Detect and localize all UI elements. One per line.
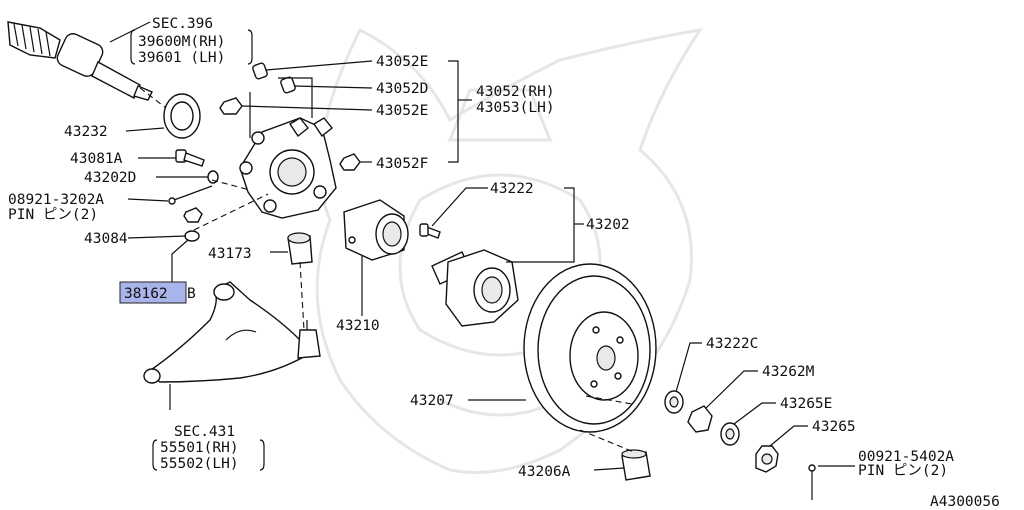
label-43084[interactable]: 43084 bbox=[84, 231, 128, 247]
label-43222c[interactable]: 43222C bbox=[706, 336, 758, 352]
part-labels: SEC.396 39600M(RH) 39601 (LH) 43052E 430… bbox=[8, 16, 1000, 510]
leader-lines bbox=[109, 21, 855, 471]
dashed-guides bbox=[139, 87, 635, 453]
hub-43202 bbox=[419, 223, 519, 327]
drive-shaft bbox=[7, 21, 153, 101]
bolt-43052e-top bbox=[252, 62, 268, 80]
brake-rotor-43207 bbox=[523, 263, 657, 433]
label-38162[interactable]: 38162 bbox=[124, 286, 168, 302]
axle-housing bbox=[239, 117, 337, 219]
seal-43232 bbox=[163, 93, 201, 139]
label-00921[interactable]: 00921-5402A bbox=[858, 449, 954, 465]
diagram-code: A4300056 bbox=[930, 494, 1000, 510]
pin-08921 bbox=[168, 185, 213, 205]
label-pin-2[interactable]: PIN ピン(2) bbox=[858, 462, 948, 479]
label-39601[interactable]: 39601 (LH) bbox=[138, 50, 225, 66]
label-55502[interactable]: 55502(LH) bbox=[160, 456, 239, 472]
label-39600m[interactable]: 39600M(RH) bbox=[138, 34, 225, 50]
label-43265[interactable]: 43265 bbox=[812, 419, 856, 435]
label-43262m[interactable]: 43262M bbox=[762, 364, 815, 380]
label-pin-1[interactable]: PIN ピン(2) bbox=[8, 206, 98, 223]
label-43265e[interactable]: 43265E bbox=[780, 396, 832, 412]
label-55501[interactable]: 55501(RH) bbox=[160, 440, 239, 456]
label-43053lh[interactable]: 43053(LH) bbox=[476, 100, 555, 116]
nut-43052e-mid bbox=[219, 97, 243, 115]
label-43052d[interactable]: 43052D bbox=[376, 81, 428, 97]
washer-43265e bbox=[720, 422, 740, 446]
label-sec431[interactable]: SEC.431 bbox=[174, 424, 235, 440]
bush-43173 bbox=[287, 232, 313, 265]
cap-43206a bbox=[621, 449, 651, 481]
label-43202[interactable]: 43202 bbox=[586, 217, 630, 233]
label-43222[interactable]: 43222 bbox=[490, 181, 534, 197]
label-43052rh[interactable]: 43052(RH) bbox=[476, 84, 555, 100]
hub-bearing-43210 bbox=[343, 199, 409, 261]
lower-arm bbox=[143, 281, 321, 384]
label-43207[interactable]: 43207 bbox=[410, 393, 454, 409]
bolt-43052d bbox=[280, 76, 296, 94]
label-38162-suffix: B bbox=[187, 286, 196, 302]
nut-43262m bbox=[687, 405, 713, 433]
bolt-43081a bbox=[175, 149, 219, 184]
label-43232[interactable]: 43232 bbox=[64, 124, 108, 140]
label-08921[interactable]: 08921-3202A bbox=[8, 192, 104, 208]
label-43202d[interactable]: 43202D bbox=[84, 170, 136, 186]
label-43052f[interactable]: 43052F bbox=[376, 156, 428, 172]
label-43052e-mid[interactable]: 43052E bbox=[376, 103, 428, 119]
label-43052e-top[interactable]: 43052E bbox=[376, 54, 428, 70]
nut-43052f bbox=[339, 153, 361, 171]
nut-43084 bbox=[183, 207, 203, 242]
part-highlight-box[interactable] bbox=[119, 281, 187, 304]
label-43210[interactable]: 43210 bbox=[336, 318, 380, 334]
nut-43265 bbox=[755, 445, 779, 473]
label-sec396[interactable]: SEC.396 bbox=[152, 16, 213, 32]
label-43081a[interactable]: 43081A bbox=[70, 151, 123, 167]
pin-00921 bbox=[808, 464, 816, 500]
washer-43222c bbox=[664, 390, 684, 414]
label-43173[interactable]: 43173 bbox=[208, 246, 252, 262]
label-43206a[interactable]: 43206A bbox=[518, 464, 571, 480]
